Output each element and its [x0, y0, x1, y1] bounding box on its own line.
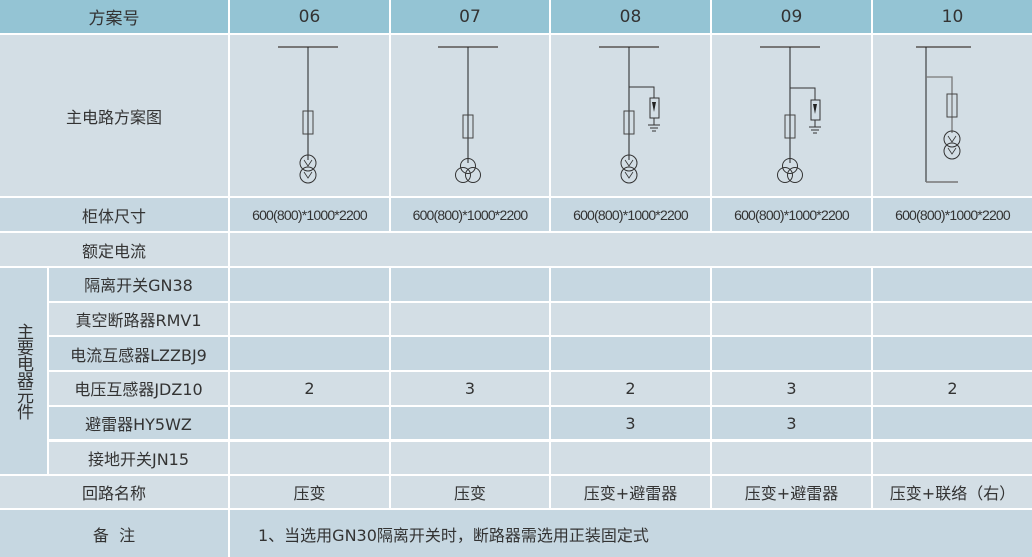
component-quantity [230, 302, 389, 336]
circuit-diagram-06 [230, 35, 389, 196]
component-quantity [230, 337, 389, 371]
single-line-diagram-icon [438, 46, 498, 183]
component-quantity [391, 302, 549, 336]
circuit-diagram-10 [873, 35, 1032, 196]
component-label: 避雷器HY5WZ [49, 406, 228, 440]
component-quantity [712, 302, 871, 336]
component-quantity [873, 302, 1032, 336]
loop-name: 压变 [230, 476, 389, 508]
component-quantity: 3 [712, 406, 871, 440]
component-quantity [230, 406, 389, 440]
cabinet-size: 600(800)*1000*2200 [391, 198, 549, 231]
component-quantity [391, 441, 549, 475]
scheme-number: 10 [873, 0, 1032, 33]
component-quantity [873, 268, 1032, 301]
scheme-number: 09 [712, 0, 871, 33]
remarks-text: 1、当选用GN30隔离开关时，断路器需选用正装固定式 [230, 510, 1032, 557]
single-line-diagram-icon [599, 46, 660, 184]
remarks-label: 备 注 [0, 510, 228, 557]
component-label: 电压互感器JDZ10 [49, 372, 228, 405]
component-quantity [873, 441, 1032, 475]
component-quantity [391, 406, 549, 440]
cabinet-size: 600(800)*1000*2200 [551, 198, 710, 231]
header-label: 方案号 [0, 0, 228, 33]
cabinet-size: 600(800)*1000*2200 [230, 198, 389, 231]
size-row-label: 柜体尺寸 [0, 198, 228, 231]
single-line-diagram-icon [916, 46, 971, 183]
component-label: 接地开关JN15 [49, 441, 228, 475]
cabinet-size: 600(800)*1000*2200 [712, 198, 871, 231]
component-quantity [873, 406, 1032, 440]
component-label: 真空断路器RMV1 [49, 302, 228, 336]
component-quantity [551, 302, 710, 336]
loop-name: 压变 [391, 476, 549, 508]
component-quantity [391, 268, 549, 301]
loop-name: 压变+避雷器 [551, 476, 710, 508]
loop-name: 压变+避雷器 [712, 476, 871, 508]
single-line-diagram-icon [760, 46, 821, 183]
circuit-diagram-08 [551, 35, 710, 196]
component-quantity: 3 [551, 406, 710, 440]
circuit-diagram-07 [391, 35, 549, 196]
component-quantity [551, 268, 710, 301]
scheme-number: 06 [230, 0, 389, 33]
component-quantity [873, 337, 1032, 371]
component-quantity: 2 [551, 372, 710, 405]
component-label: 隔离开关GN38 [49, 268, 228, 301]
circuit-diagram-09 [712, 35, 871, 196]
component-quantity [551, 441, 710, 475]
component-quantity [712, 268, 871, 301]
component-group-label: 主要电器元件 [0, 268, 47, 474]
single-line-diagram-icon [278, 46, 338, 184]
component-quantity [551, 337, 710, 371]
component-quantity [712, 441, 871, 475]
rated-current-label: 额定电流 [0, 233, 228, 266]
scheme-number: 07 [391, 0, 549, 33]
component-label: 电流互感器LZZBJ9 [49, 337, 228, 371]
component-quantity [230, 268, 389, 301]
component-quantity: 3 [391, 372, 549, 405]
component-quantity [391, 337, 549, 371]
diagram-row-label: 主电路方案图 [0, 35, 228, 196]
rated-current-value [230, 233, 1032, 266]
cabinet-size: 600(800)*1000*2200 [873, 198, 1032, 231]
component-quantity: 2 [873, 372, 1032, 405]
component-quantity [230, 441, 389, 475]
loop-name: 压变+联络（右） [873, 476, 1032, 508]
component-quantity [712, 337, 871, 371]
scheme-number: 08 [551, 0, 710, 33]
component-quantity: 2 [230, 372, 389, 405]
loop-name-label: 回路名称 [0, 476, 228, 508]
component-quantity: 3 [712, 372, 871, 405]
